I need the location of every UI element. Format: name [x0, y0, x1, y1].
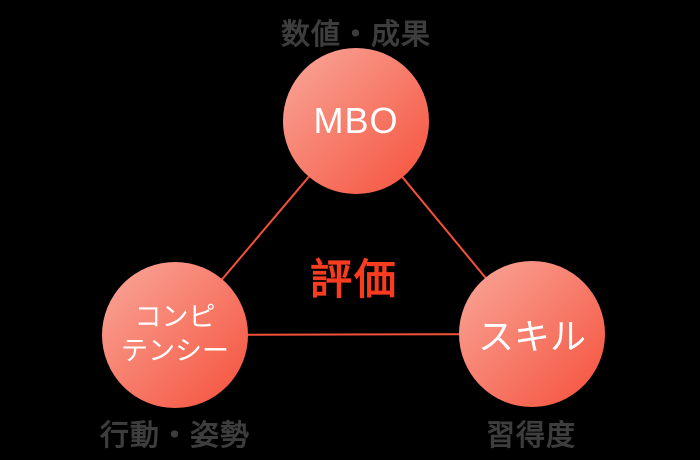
node-mbo: MBO — [283, 48, 429, 194]
annotation-skill: 習得度 — [485, 420, 576, 452]
node-skill: スキル — [459, 261, 605, 407]
node-skill-label: スキル — [477, 316, 586, 357]
node-competency: コンピ テンシー — [102, 262, 248, 408]
node-mbo-label: MBO — [313, 100, 399, 141]
annotation-mbo: 数値・成果 — [280, 19, 431, 51]
annotation-competency: 行動・姿勢 — [99, 420, 250, 452]
center-label: 評価 — [309, 256, 398, 303]
node-competency-label: コンピ テンシー — [121, 302, 229, 366]
